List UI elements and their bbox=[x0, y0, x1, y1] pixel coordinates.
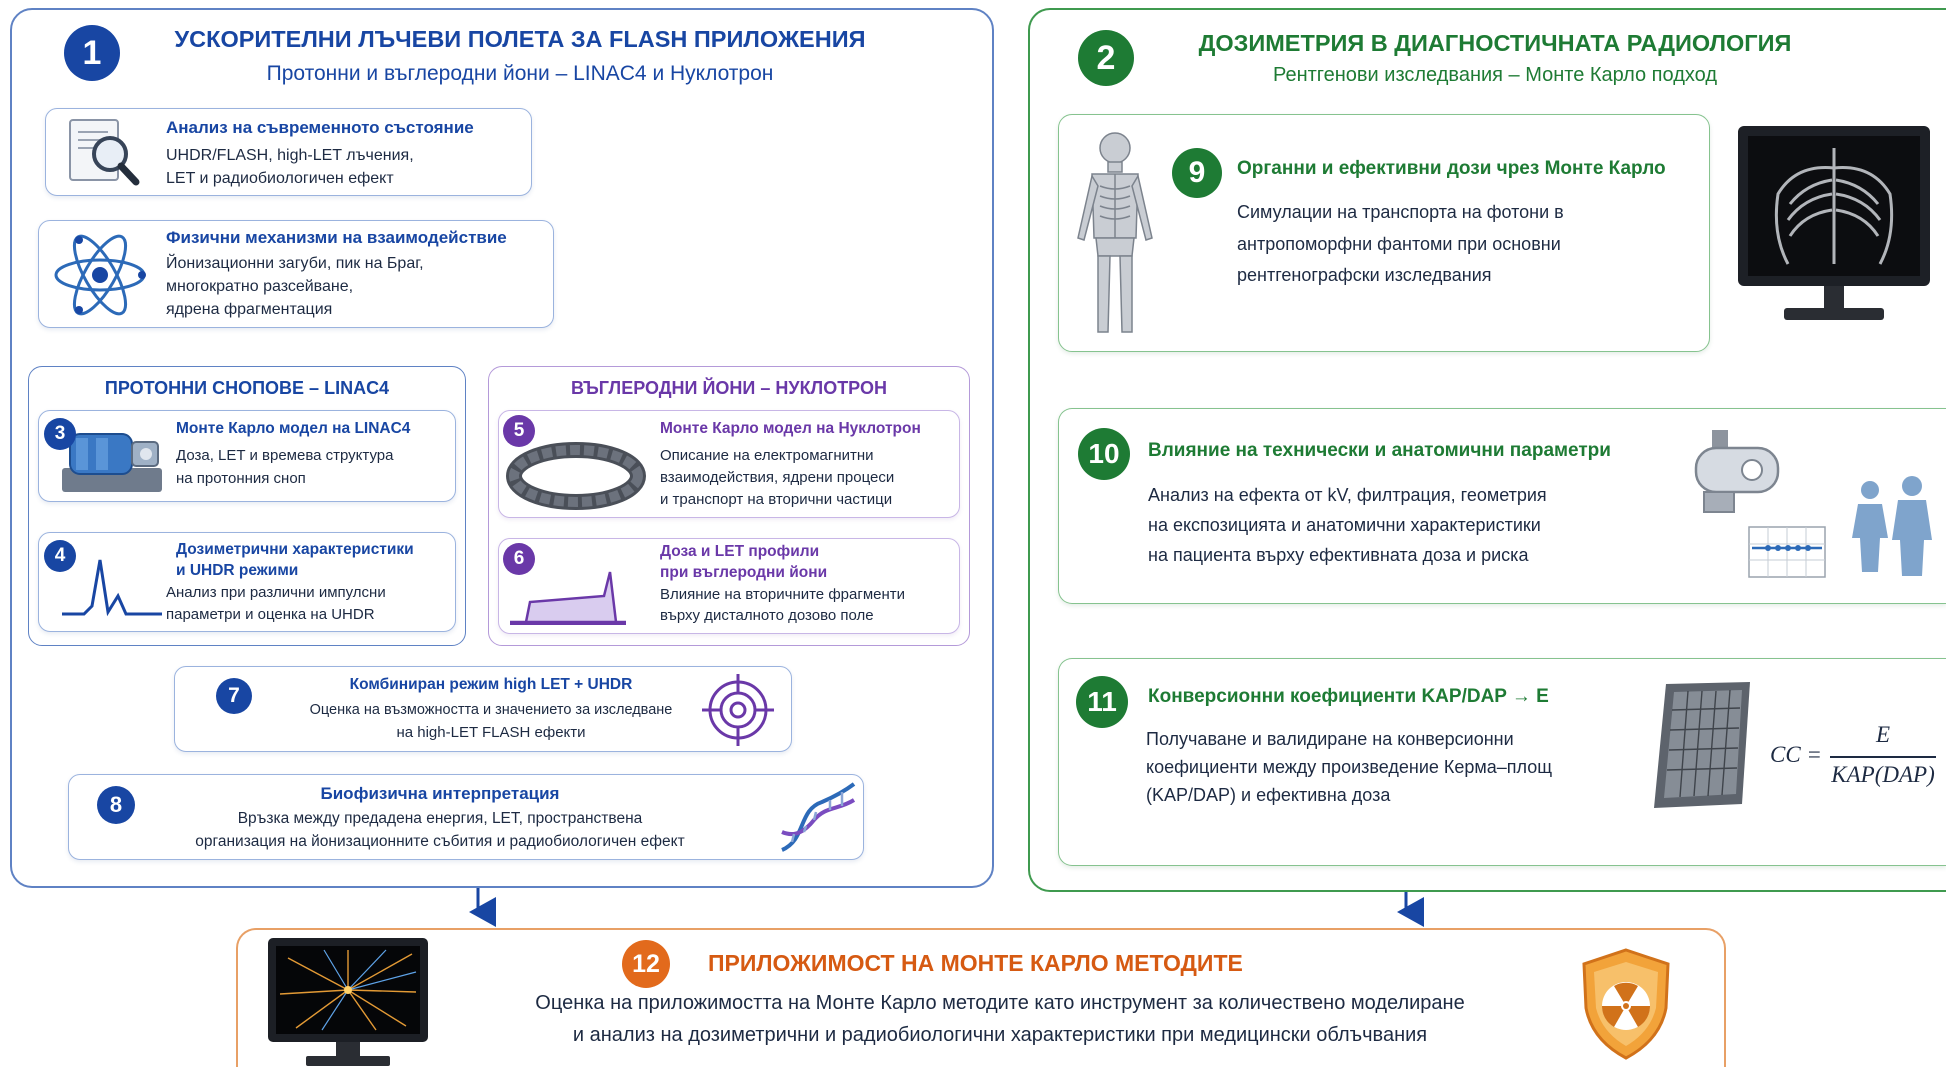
box8-line-2: организация на йонизационните събития и … bbox=[195, 833, 685, 850]
step-number-12: 12 bbox=[622, 940, 670, 988]
box3-line-2: на протонния сноп bbox=[176, 470, 306, 487]
panel2-title: ДОЗИМЕТРИЯ В ДИАГНОСТИЧНАТА РАДИОЛОГИЯ bbox=[1198, 30, 1792, 56]
box6-line-2: върху дисталното дозово поле bbox=[660, 607, 874, 624]
radiation-shield-icon bbox=[1582, 948, 1670, 1060]
box10-line-3: на пациента върху ефективната доза и рис… bbox=[1148, 545, 1529, 565]
box9-line-2: антропоморфни фантоми при основни bbox=[1237, 234, 1561, 254]
box9 bbox=[1058, 114, 1710, 352]
panel12-title: ПРИЛОЖИМОСТ НА МОНТЕ КАРЛО МЕТОДИТЕ bbox=[708, 950, 1243, 976]
detector-grid-icon bbox=[1748, 526, 1826, 578]
synchrotron-ring-icon bbox=[506, 442, 646, 510]
box3-line-1: Доза, LET и времева структура bbox=[176, 447, 394, 464]
atom-icon bbox=[54, 234, 146, 316]
box5-title: Монте Карло модел на Нуклотрон bbox=[660, 420, 921, 437]
box11-line-3: (KAP/DAP) и ефективна доза bbox=[1146, 785, 1391, 805]
box6-line-1: Влияние на вторичните фрагменти bbox=[660, 586, 906, 603]
box11-line-2: коефициенти между произведение Керма–пло… bbox=[1146, 757, 1553, 777]
step-number-10: 10 bbox=[1078, 428, 1130, 480]
mechanisms-line-3: ядрена фрагментация bbox=[166, 301, 333, 318]
box6-title-1: Доза и LET профили bbox=[660, 543, 820, 560]
analysis-line-1: UHDR/FLASH, high-LET лъчения, bbox=[166, 147, 414, 164]
panel2-subtitle: Рентгенови изследвания – Монте Карло под… bbox=[1272, 64, 1717, 86]
step-number-5: 5 bbox=[503, 415, 535, 447]
step-number-4: 4 bbox=[44, 540, 76, 572]
box9-title: Органни и ефективни дози чрез Монте Карл… bbox=[1237, 158, 1666, 179]
detector-panel-icon bbox=[1654, 682, 1750, 808]
box7-title: Комбиниран режим high LET + UHDR bbox=[349, 676, 633, 693]
box8 bbox=[68, 774, 864, 860]
box11-line-1: Получаване и валидиране на конверсионни bbox=[1146, 729, 1514, 749]
box4-line-1: Анализ при различни импулсни bbox=[166, 584, 386, 601]
box4-line-2: параметри и оценка на UHDR bbox=[166, 606, 375, 623]
cc-formula-numerator: E bbox=[1875, 722, 1891, 747]
panel1-subtitle: Протонни и въглеродни йони – LINAC4 и Ну… bbox=[266, 62, 774, 85]
cc-formula-denominator: KAP(DAP) bbox=[1831, 762, 1935, 787]
pulse-graph-icon bbox=[62, 559, 162, 617]
step-number-6: 6 bbox=[503, 543, 535, 575]
box4-title-1: Дозиметрични характеристики bbox=[176, 541, 414, 558]
box9-line-1: Симулации на транспорта на фотони в bbox=[1237, 202, 1564, 222]
box10-line-1: Анализ на ефекта от kV, филтрация, геоме… bbox=[1148, 485, 1547, 505]
analysis-line-2: LET и радиобиологичен ефект bbox=[166, 170, 394, 187]
box10-title: Влияние на технически и анатомични парам… bbox=[1148, 440, 1611, 461]
analysis-title: Анализ на съвременното състояние bbox=[166, 118, 474, 137]
patients-icon bbox=[1852, 476, 1932, 576]
mechanisms-line-2: многократно разсейване, bbox=[166, 278, 354, 295]
box11 bbox=[1058, 658, 1946, 866]
box9-line-3: рентгенографски изследвания bbox=[1237, 265, 1492, 285]
cc-formula-bar bbox=[1830, 756, 1936, 758]
box7-line-1: Оценка на възможността и значението за и… bbox=[309, 702, 673, 718]
step-number-3: 3 bbox=[44, 418, 76, 450]
xray-tube-icon bbox=[1694, 430, 1780, 513]
box5-line-2: взаимодействия, ядрени процеси bbox=[660, 469, 895, 486]
magnifier-document-icon bbox=[69, 119, 140, 186]
xray-monitor-icon bbox=[1738, 126, 1930, 320]
human-skeleton-icon bbox=[1077, 132, 1153, 333]
particle-monitor-icon bbox=[268, 938, 428, 1066]
box5-line-1: Описание на електромагнитни bbox=[660, 447, 874, 464]
box8-line-1: Връзка между предадена енергия, LET, про… bbox=[237, 810, 643, 827]
step-number-9: 9 bbox=[1172, 148, 1222, 198]
step-number-11: 11 bbox=[1076, 676, 1128, 728]
panel12-line-2: и анализ на дозиметрични и радиобиологич… bbox=[572, 1024, 1428, 1046]
box5-line-3: и транспорт на вторични частици bbox=[660, 491, 893, 508]
mechanisms-line-1: Йонизационни загуби, пик на Браг, bbox=[166, 255, 424, 272]
box8-title: Биофизична интерпретация bbox=[320, 784, 560, 803]
step-number-1: 1 bbox=[64, 25, 120, 81]
panel-applicability bbox=[236, 928, 1726, 1067]
mechanisms-title: Физични механизми на взаимодействие bbox=[166, 228, 507, 247]
bragg-profile-icon bbox=[510, 571, 626, 625]
cc-formula: CC = E KAP(DAP) bbox=[1770, 722, 1940, 794]
cc-formula-lhs: CC = bbox=[1770, 742, 1822, 767]
step-number-2: 2 bbox=[1078, 30, 1134, 86]
box6-title-2: при въглеродни йони bbox=[660, 564, 828, 581]
linac-machine-icon bbox=[62, 433, 162, 492]
box7 bbox=[174, 666, 792, 752]
step-number-8: 8 bbox=[97, 786, 135, 824]
panel1-title: УСКОРИТЕЛНИ ЛЪЧЕВИ ПОЛЕТА ЗА FLASH ПРИЛО… bbox=[174, 26, 866, 52]
target-icon bbox=[702, 674, 774, 746]
box4-title-2: и UHDR режими bbox=[176, 562, 299, 579]
dna-icon bbox=[781, 782, 856, 852]
box10-line-2: на експозицията и анатомични характерист… bbox=[1148, 515, 1541, 535]
carbon-header: ВЪГЛЕРОДНИ ЙОНИ – НУКЛОТРОН bbox=[571, 378, 887, 398]
panel12-line-1: Оценка на приложимостта на Монте Карло м… bbox=[535, 992, 1465, 1014]
proton-header: ПРОТОННИ СНОПОВЕ – LINAC4 bbox=[104, 378, 390, 398]
step-number-7: 7 bbox=[216, 678, 252, 714]
box3-title: Монте Карло модел на LINAC4 bbox=[176, 420, 411, 437]
box11-title: Конверсионни коефициенти KAP/DAP → E bbox=[1148, 686, 1549, 707]
box7-line-2: на high-LET FLASH ефекти bbox=[396, 724, 586, 741]
